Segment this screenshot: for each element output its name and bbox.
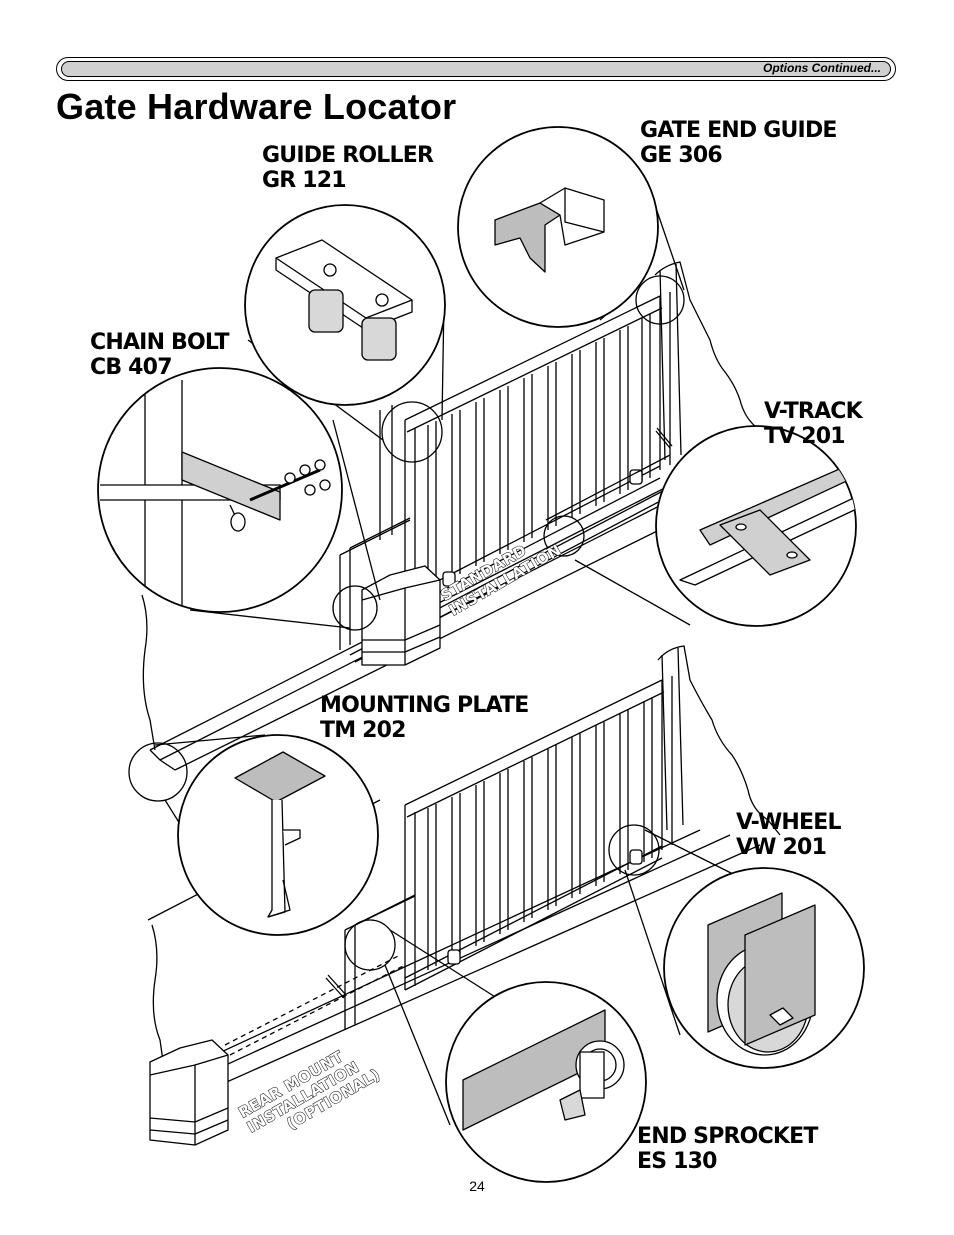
options-continued-label: Options Continued... xyxy=(763,61,881,75)
mounting-plate-callout: MOUNTING PLATE TM 202 xyxy=(320,693,529,743)
header-bar-inner xyxy=(61,61,891,77)
standard-installation-drawing xyxy=(141,261,776,771)
v-track-name: V-TRACK xyxy=(764,399,863,424)
chain-bolt-name: CHAIN BOLT xyxy=(90,330,230,355)
v-wheel-code: VW 201 xyxy=(736,835,827,860)
gate-end-guide-callout: GATE END GUIDE GE 306 xyxy=(640,118,837,168)
continued-header-bar: Options Continued... xyxy=(56,57,896,81)
chain-bolt-callout: CHAIN BOLT CB 407 xyxy=(90,330,230,380)
v-wheel-detail xyxy=(608,824,865,1069)
v-track-code: TV 201 xyxy=(764,424,846,449)
chain-bolt-detail xyxy=(97,367,381,631)
chain-bolt-code: CB 407 xyxy=(90,355,173,380)
guide-roller-callout: GUIDE ROLLER GR 121 xyxy=(262,143,434,193)
page-number: 24 xyxy=(469,1178,485,1194)
end-sprocket-detail xyxy=(344,919,647,1183)
guide-roller-detail xyxy=(244,204,446,463)
mounting-plate-code: TM 202 xyxy=(320,718,406,743)
guide-roller-name: GUIDE ROLLER xyxy=(262,143,434,168)
v-wheel-callout: V-WHEEL VW 201 xyxy=(736,810,842,860)
rear-mount-installation-drawing xyxy=(147,645,781,1146)
end-sprocket-name: END SPROCKET xyxy=(637,1124,818,1149)
page-title: Gate Hardware Locator xyxy=(56,86,457,127)
guide-roller-code: GR 121 xyxy=(262,168,347,193)
gate-end-guide-detail xyxy=(457,126,685,328)
gate-end-guide-code: GE 306 xyxy=(640,143,723,168)
mounting-plate-name: MOUNTING PLATE xyxy=(320,693,529,718)
gate-end-guide-name: GATE END GUIDE xyxy=(640,118,837,143)
v-wheel-name: V-WHEEL xyxy=(736,810,842,835)
end-sprocket-callout: END SPROCKET ES 130 xyxy=(637,1124,818,1174)
end-sprocket-code: ES 130 xyxy=(637,1149,717,1174)
v-track-callout: V-TRACK TV 201 xyxy=(764,399,863,449)
v-track-detail xyxy=(543,425,857,627)
mounting-plate-detail xyxy=(128,734,379,936)
